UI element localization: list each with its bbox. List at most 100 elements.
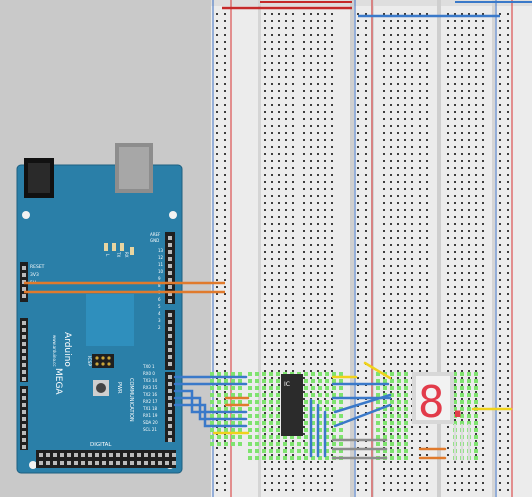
breadboard-hole[interactable] xyxy=(426,265,428,267)
breadboard-hole[interactable] xyxy=(365,314,367,316)
breadboard-hole[interactable] xyxy=(390,62,392,64)
breadboard-hole[interactable] xyxy=(426,468,428,470)
breadboard-hole[interactable] xyxy=(499,83,501,85)
breadboard-hole[interactable] xyxy=(310,286,312,288)
breadboard-hole[interactable] xyxy=(419,293,421,295)
connected-hole[interactable] xyxy=(318,449,322,453)
breadboard-hole[interactable] xyxy=(357,475,359,477)
breadboard-hole[interactable] xyxy=(224,216,226,218)
breadboard-hole[interactable] xyxy=(324,265,326,267)
breadboard-hole[interactable] xyxy=(292,300,294,302)
breadboard-hole[interactable] xyxy=(461,146,463,148)
connected-hole[interactable] xyxy=(224,379,228,383)
breadboard-hole[interactable] xyxy=(278,265,280,267)
breadboard-hole[interactable] xyxy=(303,69,305,71)
breadboard-hole[interactable] xyxy=(454,405,456,407)
breadboard-hole[interactable] xyxy=(264,419,266,421)
breadboard-hole[interactable] xyxy=(468,132,470,134)
breadboard-hole[interactable] xyxy=(285,13,287,15)
breadboard-hole[interactable] xyxy=(499,307,501,309)
header-pin[interactable] xyxy=(151,461,155,465)
connected-hole[interactable] xyxy=(383,414,387,418)
breadboard-hole[interactable] xyxy=(475,426,477,428)
connected-hole[interactable] xyxy=(339,442,343,446)
breadboard-hole[interactable] xyxy=(285,69,287,71)
breadboard-hole[interactable] xyxy=(310,55,312,57)
breadboard-hole[interactable] xyxy=(507,146,509,148)
breadboard-hole[interactable] xyxy=(383,139,385,141)
breadboard-hole[interactable] xyxy=(397,223,399,225)
breadboard-hole[interactable] xyxy=(303,433,305,435)
breadboard-hole[interactable] xyxy=(331,293,333,295)
breadboard-hole[interactable] xyxy=(224,342,226,344)
breadboard-hole[interactable] xyxy=(303,426,305,428)
breadboard-hole[interactable] xyxy=(411,230,413,232)
breadboard-hole[interactable] xyxy=(331,391,333,393)
breadboard-hole[interactable] xyxy=(357,279,359,281)
breadboard-hole[interactable] xyxy=(317,300,319,302)
breadboard-hole[interactable] xyxy=(317,237,319,239)
breadboard-hole[interactable] xyxy=(454,237,456,239)
breadboard-hole[interactable] xyxy=(331,174,333,176)
breadboard-hole[interactable] xyxy=(216,132,218,134)
breadboard-hole[interactable] xyxy=(365,293,367,295)
breadboard-hole[interactable] xyxy=(224,34,226,36)
breadboard-hole[interactable] xyxy=(397,76,399,78)
breadboard-hole[interactable] xyxy=(357,433,359,435)
breadboard-hole[interactable] xyxy=(468,216,470,218)
breadboard-hole[interactable] xyxy=(383,482,385,484)
breadboard-hole[interactable] xyxy=(397,321,399,323)
connected-hole[interactable] xyxy=(397,449,401,453)
connected-hole[interactable] xyxy=(248,379,252,383)
header-pin[interactable] xyxy=(22,342,26,346)
header-pin[interactable] xyxy=(22,349,26,353)
breadboard-hole[interactable] xyxy=(324,97,326,99)
arduino-mega-board[interactable]: Arduino MEGA www.arduino.cc COMMUNICATIO… xyxy=(16,143,183,474)
breadboard-hole[interactable] xyxy=(447,251,449,253)
breadboard-hole[interactable] xyxy=(365,272,367,274)
header-pin[interactable] xyxy=(158,453,162,457)
breadboard-hole[interactable] xyxy=(278,209,280,211)
breadboard-hole[interactable] xyxy=(324,377,326,379)
breadboard-hole[interactable] xyxy=(507,468,509,470)
breadboard-hole[interactable] xyxy=(317,391,319,393)
breadboard-hole[interactable] xyxy=(331,160,333,162)
breadboard-hole[interactable] xyxy=(317,377,319,379)
breadboard-hole[interactable] xyxy=(264,286,266,288)
breadboard-hole[interactable] xyxy=(426,440,428,442)
connected-hole[interactable] xyxy=(376,400,380,404)
breadboard-hole[interactable] xyxy=(357,160,359,162)
breadboard-hole[interactable] xyxy=(310,132,312,134)
connected-hole[interactable] xyxy=(460,414,464,418)
breadboard-hole[interactable] xyxy=(292,293,294,295)
breadboard-hole[interactable] xyxy=(397,41,399,43)
breadboard-hole[interactable] xyxy=(454,363,456,365)
breadboard-hole[interactable] xyxy=(331,90,333,92)
breadboard-hole[interactable] xyxy=(264,13,266,15)
breadboard-hole[interactable] xyxy=(461,300,463,302)
breadboard-hole[interactable] xyxy=(317,475,319,477)
breadboard-hole[interactable] xyxy=(454,279,456,281)
breadboard-hole[interactable] xyxy=(404,76,406,78)
breadboard-hole[interactable] xyxy=(310,209,312,211)
connected-hole[interactable] xyxy=(376,379,380,383)
breadboard-hole[interactable] xyxy=(411,111,413,113)
breadboard-hole[interactable] xyxy=(475,209,477,211)
breadboard-hole[interactable] xyxy=(271,181,273,183)
breadboard-hole[interactable] xyxy=(331,237,333,239)
breadboard-hole[interactable] xyxy=(216,118,218,120)
breadboard-hole[interactable] xyxy=(447,454,449,456)
breadboard-hole[interactable] xyxy=(303,384,305,386)
breadboard-hole[interactable] xyxy=(383,328,385,330)
header-pin[interactable] xyxy=(168,250,172,254)
breadboard-hole[interactable] xyxy=(507,62,509,64)
breadboard-hole[interactable] xyxy=(324,321,326,323)
connected-hole[interactable] xyxy=(318,442,322,446)
breadboard-hole[interactable] xyxy=(264,272,266,274)
breadboard-hole[interactable] xyxy=(447,475,449,477)
connected-hole[interactable] xyxy=(238,386,242,390)
breadboard-hole[interactable] xyxy=(271,27,273,29)
connected-hole[interactable] xyxy=(304,407,308,411)
breadboard-hole[interactable] xyxy=(303,265,305,267)
breadboard-hole[interactable] xyxy=(383,300,385,302)
